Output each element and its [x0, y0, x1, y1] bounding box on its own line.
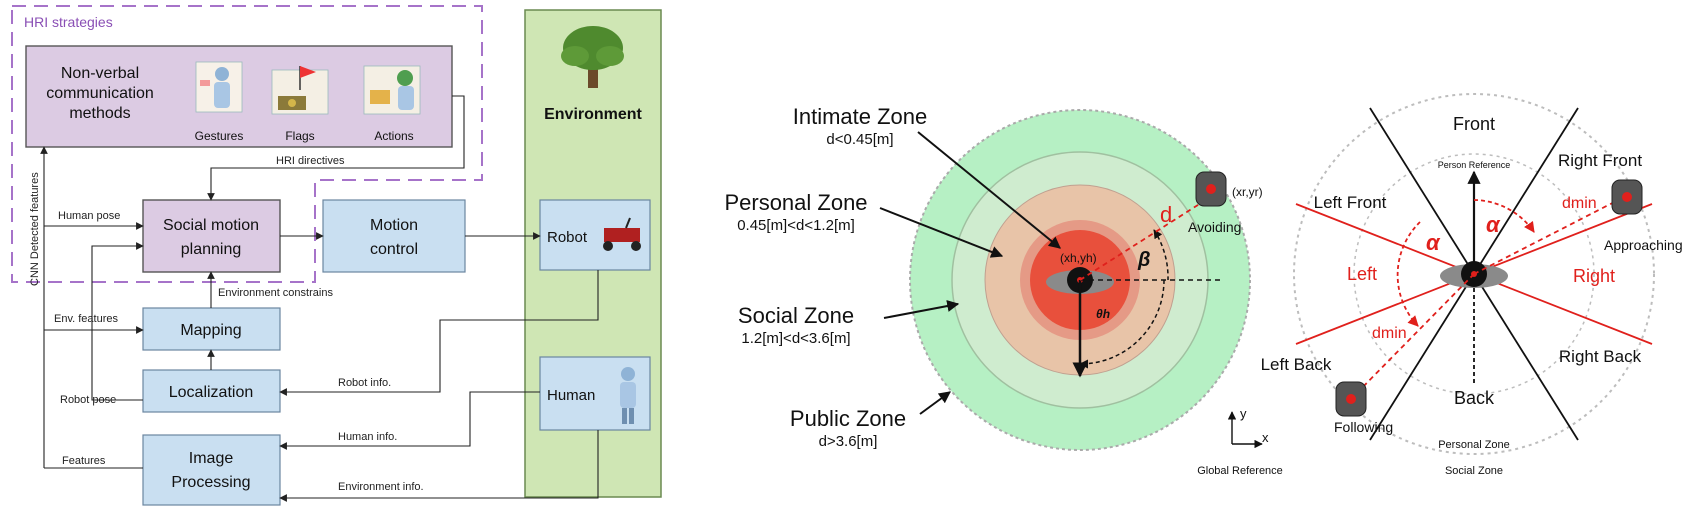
robot-coord-label: (xr,yr) [1232, 185, 1263, 199]
social-zone-pointer [883, 300, 960, 319]
dmin-label-left: dmin [1372, 325, 1407, 342]
distance-line [1079, 195, 1213, 281]
public-zone-range: d>3.6[m] [819, 433, 878, 450]
motion-control-line-2: control [370, 241, 418, 258]
following-dmin-line [1351, 273, 1475, 399]
actions-label: Actions [374, 129, 413, 143]
edge-hri-directives [207, 95, 465, 201]
gestures-label: Gestures [195, 129, 244, 143]
intimate-zone-pointer [917, 131, 1061, 249]
nonverbal-line-1: Non-verbal [61, 65, 139, 82]
edge-human-info [279, 391, 540, 450]
distance-label: d [1160, 202, 1172, 227]
edge-env-features-label: Env. features [54, 313, 118, 325]
personal-zone-label: Personal Zone [724, 190, 867, 215]
edge-environment-info [279, 430, 599, 502]
localization-label: Localization [169, 384, 254, 401]
social-zone-outline-label: Social Zone [1445, 465, 1503, 477]
avoiding-label: Avoiding [1188, 219, 1241, 235]
environment-title: Environment [544, 106, 642, 123]
right-label: Right [1573, 266, 1615, 286]
edge-human-pose-label: Human pose [58, 210, 120, 222]
alpha-arc-left [1396, 221, 1421, 327]
public-zone-label: Public Zone [790, 406, 906, 431]
nonverbal-line-2: communication [46, 85, 154, 102]
theta-arc [1079, 279, 1165, 369]
gestures-icon [195, 61, 243, 113]
nonverbal-line-3: methods [69, 105, 130, 122]
personal-zone-outline-label: Personal Zone [1438, 439, 1510, 451]
dmin-label-right: dmin [1562, 195, 1597, 212]
right-back-label: Right Back [1559, 347, 1642, 366]
mapping-label: Mapping [180, 322, 241, 339]
image-processing-box [142, 434, 281, 506]
edge-env-constraints-label: Environment constrains [218, 287, 333, 299]
edge-robot-info-label: Robot info. [338, 377, 391, 389]
flags-label: Flags [285, 129, 314, 143]
human-label: Human [547, 387, 595, 404]
edge-human-info-label: Human info. [338, 431, 397, 443]
back-label: Back [1454, 388, 1495, 408]
following-label: Following [1334, 419, 1393, 435]
alpha-label-right: α [1486, 212, 1501, 237]
approaching-label: Approaching [1604, 237, 1683, 253]
edge-hri-directives-label: HRI directives [276, 155, 345, 167]
global-x-label: x [1262, 430, 1269, 445]
edge-environment-info-label: Environment info. [338, 481, 424, 493]
social-zone-outline [1293, 93, 1655, 455]
tree-icon [561, 26, 624, 88]
beta-label: β [1137, 249, 1150, 271]
approaching-dmin-line [1473, 195, 1627, 275]
person-coord-label: (xh,yh) [1060, 251, 1097, 265]
left-front-label: Left Front [1314, 193, 1387, 212]
social-motion-planning-box [142, 199, 281, 273]
public-zone-pointer [919, 391, 951, 415]
intimate-zone-label: Intimate Zone [793, 104, 928, 129]
hri-strategies-frame [11, 5, 483, 283]
directions-diagram: α α dmin Approaching dmin Following Fron… [1261, 93, 1683, 477]
actions-icon [363, 65, 421, 115]
front-label: Front [1453, 114, 1495, 134]
person-reference-label: Person Reference [1438, 160, 1511, 170]
social-zone-range: 1.2[m]<d<3.6[m] [741, 330, 850, 347]
proxemic-zones-diagram: (xh,yh) β θh d (xr,yr) Avoiding Intimate… [724, 104, 1282, 477]
beta-arc [1153, 229, 1169, 281]
personal-zone-pointer [879, 207, 1004, 258]
social-motion-line-2: planning [181, 241, 242, 258]
localization-box [142, 369, 281, 413]
global-y-label: y [1240, 406, 1247, 421]
personal-zone-outline [1353, 153, 1595, 395]
edge-features-label: Features [62, 455, 106, 467]
motion-control-box [322, 199, 466, 273]
robot-icon [603, 217, 641, 251]
social-zone-label: Social Zone [738, 303, 854, 328]
edge-robot-pose-label: Robot pose [60, 394, 116, 406]
image-processing-line-1: Image [189, 450, 234, 467]
personal-zone-range: 0.45[m]<d<1.2[m] [737, 217, 855, 234]
robot-label: Robot [547, 229, 588, 246]
edge-robot-pose [91, 242, 144, 401]
alpha-label-left: α [1426, 230, 1441, 255]
left-back-label: Left Back [1261, 355, 1332, 374]
edge-cnn-features-label: CNN Detected features [29, 172, 41, 286]
theta-label: θh [1096, 307, 1110, 321]
motion-control-line-1: Motion [370, 217, 418, 234]
hri-strategies-title: HRI strategies [24, 14, 113, 30]
mapping-box [142, 307, 281, 351]
left-label: Left [1347, 264, 1377, 284]
right-front-label: Right Front [1558, 151, 1642, 170]
human-icon [620, 367, 636, 424]
image-processing-line-2: Processing [171, 474, 250, 491]
edge-robot-info [279, 270, 599, 396]
intimate-zone-range: d<0.45[m] [826, 131, 893, 148]
flags-icon [271, 66, 329, 115]
global-reference-label: Global Reference [1197, 465, 1283, 477]
hri-block-diagram: HRI strategies Non-verbal communication … [11, 5, 662, 506]
alpha-arc-right [1473, 199, 1535, 233]
social-motion-line-1: Social motion [163, 217, 259, 234]
